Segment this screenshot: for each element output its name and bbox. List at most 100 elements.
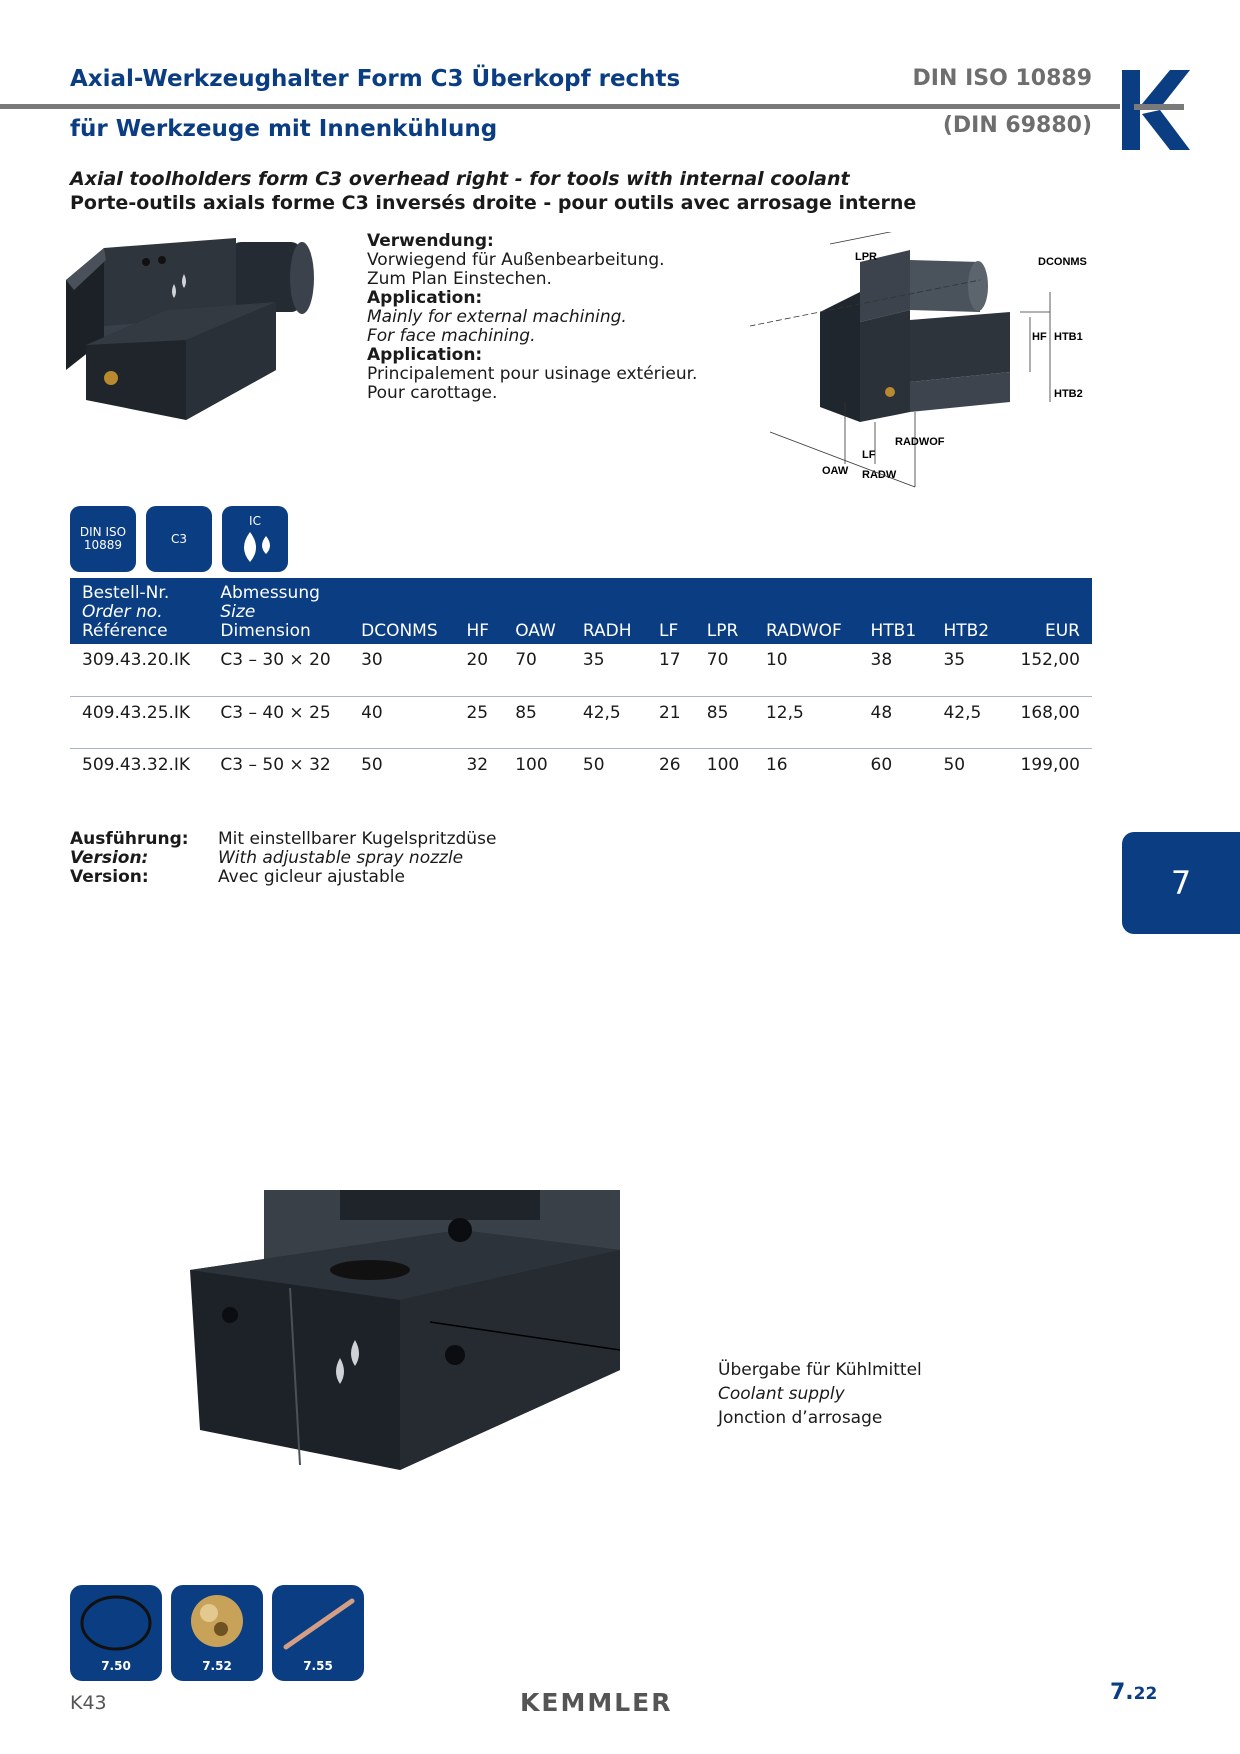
toolholder-photo: [66, 238, 314, 420]
col-oaw: OAW: [515, 621, 556, 641]
cell-dconms: 50: [361, 754, 383, 775]
badge-din-line2: 10889: [83, 538, 123, 552]
usage-de-line1: Vorwiegend für Außenbearbeitung.: [367, 250, 665, 270]
badge-ic-label: IC: [249, 513, 261, 528]
coolant-fr: Jonction d’arrosage: [718, 1408, 883, 1428]
cell-size: C3 – 30 × 20: [220, 650, 331, 670]
label-lf: LF: [862, 449, 876, 461]
dimension-diagram: LPR DCONMS HF HTB1 HTB2 RADWOF LF OAW RA…: [750, 232, 1087, 488]
cell-radh: 35: [582, 650, 605, 670]
page-number: 7.22: [1110, 1680, 1157, 1705]
page-subtitle: für Werkzeuge mit Innenkühlung: [70, 116, 498, 142]
coolant-caption: Übergabe für Kühlmittel Coolant supply J…: [718, 1358, 922, 1430]
col-lpr: LPR: [706, 621, 739, 641]
cell-radwof: 12,5: [765, 702, 804, 723]
cell-order: 309.43.20.IK: [82, 650, 191, 670]
standard-alt-label: (DIN 69880): [942, 113, 1092, 138]
cell-hf: 25: [466, 702, 489, 723]
badge-din-line1: DIN ISO: [79, 525, 127, 539]
page-major: 7.: [1110, 1680, 1134, 1705]
accessory-o-ring[interactable]: 7.50: [70, 1585, 162, 1681]
label-htb2: HTB2: [1054, 388, 1083, 400]
ball-nozzle-icon: [191, 1595, 243, 1647]
chapter-tab[interactable]: 7: [1122, 832, 1240, 934]
cell-htb2: 50: [943, 754, 966, 775]
coolant-drops-icon: [244, 531, 270, 562]
execution-value-fr: Avec gicleur ajustable: [218, 867, 405, 887]
cell-size: C3 – 40 × 25: [220, 702, 331, 723]
execution-block: Ausführung: Mit einstellbarer Kugelsprit…: [70, 830, 630, 890]
usage-en-line1: Mainly for external machining.: [367, 307, 627, 327]
usage-heading-en: Application:: [367, 288, 483, 308]
table-row: 309.43.20.IK C3 – 30 × 20 30 20 70 35 17…: [70, 644, 1092, 696]
col-hf: HF: [466, 621, 489, 641]
subtitle-french: Porte-outils axials forme C3 inversés dr…: [70, 192, 917, 214]
accessory-label: 7.52: [202, 1659, 232, 1673]
label-dconms: DCONMS: [1038, 256, 1087, 268]
cell-lf: 17: [658, 650, 681, 670]
cell-htb1: 38: [870, 650, 893, 670]
col-order: Bestell-Nr.Order no.Référence: [82, 583, 170, 641]
usage-fr-line1: Principalement pour usinage extérieur.: [367, 364, 698, 384]
execution-label-fr: Version:: [70, 867, 149, 887]
coolant-detail-photo: [190, 1190, 620, 1470]
cell-dconms: 40: [361, 702, 383, 723]
execution-value-en: With adjustable spray nozzle: [218, 848, 464, 868]
table-row: 409.43.25.IK C3 – 40 × 25 40 25 85 42,5 …: [70, 696, 1092, 748]
cell-lf: 21: [658, 702, 681, 723]
col-radh: RADH: [582, 621, 632, 641]
usage-en-line2: For face machining.: [367, 326, 536, 346]
coolant-de: Übergabe für Kühlmittel: [718, 1360, 922, 1380]
cell-eur: 152,00: [1020, 650, 1080, 670]
label-lpr: LPR: [855, 251, 877, 263]
o-ring-icon: [80, 1595, 152, 1651]
cell-htb2: 42,5: [943, 702, 982, 723]
kemmler-logo-icon: [1122, 70, 1190, 150]
page-minor: 22: [1133, 1684, 1158, 1704]
cell-radwof: 16: [765, 754, 788, 775]
label-htb1: HTB1: [1054, 331, 1083, 343]
cell-dconms: 30: [361, 650, 383, 670]
cell-eur: 168,00: [1020, 702, 1080, 723]
execution-label-en: Version:: [70, 848, 149, 868]
cell-lpr: 85: [706, 702, 729, 723]
catalog-code: K43: [70, 1692, 107, 1714]
accessory-coolant-tube[interactable]: 7.55: [272, 1585, 364, 1681]
coolant-en: Coolant supply: [718, 1384, 845, 1404]
accessory-spray-nozzle[interactable]: 7.52: [171, 1585, 263, 1681]
tube-icon: [283, 1598, 355, 1650]
col-eur: EUR: [1045, 621, 1080, 641]
usage-heading-de: Verwendung:: [367, 231, 494, 251]
subtitle-english: Axial toolholders form C3 overhead right…: [70, 168, 850, 190]
standard-label: DIN ISO 10889: [912, 66, 1092, 91]
usage-fr-line2: Pour carottage.: [367, 383, 498, 403]
cell-lpr: 70: [706, 650, 729, 670]
cell-oaw: 85: [515, 702, 537, 723]
usage-text: Verwendung: Vorwiegend für Außenbearbeit…: [367, 232, 697, 403]
execution-value-de: Mit einstellbarer Kugelspritzdüse: [218, 829, 497, 849]
label-oaw: OAW: [822, 465, 849, 477]
cell-hf: 32: [466, 754, 489, 775]
page-title: Axial-Werkzeughalter Form C3 Überkopf re…: [70, 66, 681, 92]
label-hf: HF: [1032, 331, 1047, 343]
brand-footer: KEMMLER: [520, 1688, 673, 1717]
col-lf: LF: [658, 621, 679, 641]
cell-lpr: 100: [706, 754, 740, 775]
cell-radh: 50: [582, 754, 605, 775]
table-row: 509.43.32.IK C3 – 50 × 32 50 32 100 50 2…: [70, 748, 1092, 789]
cell-radh: 42,5: [582, 702, 621, 723]
cell-htb1: 60: [870, 754, 893, 775]
cell-order: 509.43.32.IK: [82, 754, 191, 775]
cell-hf: 20: [466, 650, 489, 670]
cell-order: 409.43.25.IK: [82, 702, 191, 723]
cell-eur: 199,00: [1020, 754, 1080, 775]
label-radwof: RADWOF: [895, 436, 945, 448]
cell-lf: 26: [658, 754, 681, 775]
badge-form-label: C3: [170, 531, 187, 546]
cell-size: C3 – 50 × 32: [220, 754, 331, 775]
col-htb1: HTB1: [870, 621, 917, 641]
col-htb2: HTB2: [943, 621, 990, 641]
